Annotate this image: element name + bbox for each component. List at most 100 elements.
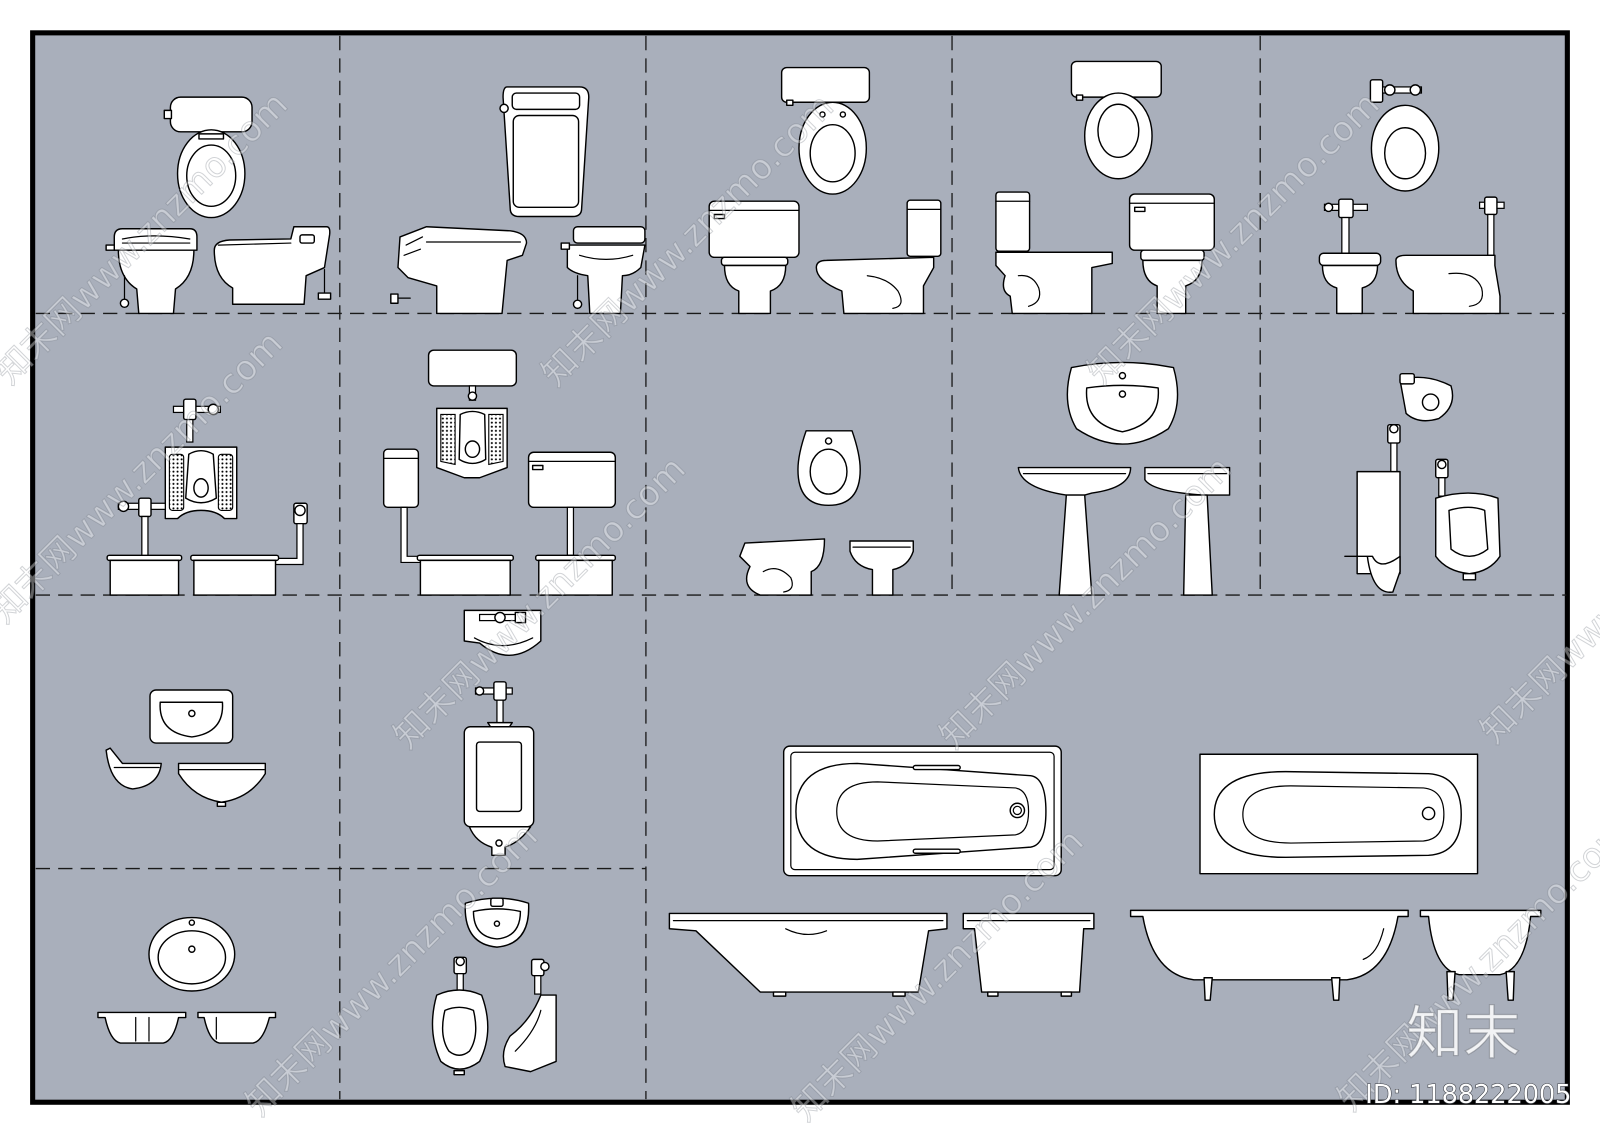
stop-valve <box>317 292 332 300</box>
body <box>105 747 162 790</box>
panel-detail <box>403 236 424 256</box>
seat-opening <box>809 123 856 183</box>
faucet <box>824 437 833 445</box>
foot-pad-left <box>168 453 185 511</box>
deck-line <box>790 751 1055 871</box>
pedestal-sink-plan <box>1066 361 1179 445</box>
trap <box>1344 555 1401 593</box>
foot <box>1060 991 1073 997</box>
knob <box>560 242 571 250</box>
outlet <box>453 1069 465 1076</box>
flush-pipe <box>186 418 194 443</box>
faucet <box>490 897 504 908</box>
flush-pipe <box>1390 442 1398 473</box>
basin <box>157 930 227 985</box>
bowl <box>815 256 935 315</box>
tank <box>906 199 942 258</box>
bowl <box>1321 264 1379 315</box>
flush-pipe <box>1341 216 1350 254</box>
knob <box>499 103 509 114</box>
squat-toilet-high-tank-front <box>382 448 514 596</box>
toilet-two-piece-front <box>1128 193 1215 315</box>
toilet-close-coupled-front <box>708 200 800 315</box>
body <box>739 538 826 596</box>
basin-floor <box>1242 785 1445 844</box>
basin <box>795 762 1047 861</box>
supply-pipe <box>172 405 222 414</box>
foot <box>1330 977 1341 1001</box>
bolt <box>819 111 826 118</box>
rim <box>416 554 514 562</box>
seat-opening <box>1383 127 1427 180</box>
trap-detail <box>762 568 793 593</box>
flush-valve-body <box>493 681 507 701</box>
valve-nut <box>1409 84 1422 96</box>
tank-lid <box>511 92 581 111</box>
small-wall-sink-plan <box>464 897 530 948</box>
basin <box>1213 770 1462 859</box>
flush-pipe <box>496 699 504 724</box>
toilet-flush-valve-side <box>1395 196 1505 315</box>
drain <box>493 920 501 927</box>
foot <box>892 991 906 997</box>
supply-pipe <box>1382 86 1423 94</box>
bowl <box>1395 254 1501 315</box>
outlet <box>464 440 481 459</box>
skirt-detail <box>578 254 634 260</box>
valve-nut <box>474 686 485 696</box>
bathtub-plan <box>1199 753 1479 875</box>
toilet-flush-valve-front <box>1318 198 1382 315</box>
strainer <box>1421 393 1440 412</box>
lever <box>1075 94 1084 101</box>
tank <box>780 66 871 103</box>
toilet-smart-plan <box>499 86 590 218</box>
squat-toilet-front <box>106 497 183 596</box>
flush-pipe <box>141 515 149 558</box>
basin-line <box>514 1009 542 1052</box>
grip-top <box>912 764 961 771</box>
foot-pad-right <box>488 413 504 466</box>
base <box>538 559 613 596</box>
pedestal <box>1182 494 1213 596</box>
trapway <box>866 275 902 309</box>
bowl <box>1142 259 1203 315</box>
valve-nut <box>117 500 130 513</box>
foot <box>987 991 999 997</box>
base <box>419 559 511 596</box>
seat <box>113 228 198 251</box>
toilet-close-coupled-side <box>815 199 942 315</box>
toilet-two-piece-side <box>995 191 1113 315</box>
body <box>849 540 914 596</box>
foot-pad-left <box>440 413 456 466</box>
toilet-one-piece-plan <box>163 96 253 219</box>
backrest-line <box>785 928 828 935</box>
urinal-bowl-side <box>502 958 557 1073</box>
urinal-washdown-front <box>463 681 535 857</box>
valve-nut <box>494 611 506 624</box>
seat-lid <box>512 114 580 209</box>
valve-nut <box>1389 423 1399 434</box>
toilet-smart-side <box>390 226 528 315</box>
valve-nut <box>540 961 550 972</box>
flush-valve-body <box>1338 198 1354 219</box>
valve-nut <box>455 956 465 967</box>
urinal-wall-front <box>1435 458 1501 581</box>
tank <box>995 191 1031 252</box>
bidet-side <box>739 538 826 596</box>
toilet-close-coupled-plan <box>780 66 871 195</box>
bolt <box>839 111 847 118</box>
countertop-sink-plan <box>148 916 236 992</box>
seat-opening <box>186 144 237 208</box>
outlet <box>495 839 503 847</box>
foot <box>1203 977 1213 1001</box>
bidet-plan <box>797 430 861 507</box>
trapway <box>1017 274 1041 307</box>
tank <box>527 451 617 509</box>
basin <box>1448 506 1489 558</box>
clawfoot-bathtub-elevation-short <box>1419 909 1542 1001</box>
overflow-pipe <box>1362 928 1385 960</box>
seat <box>720 256 789 267</box>
basin-floor <box>836 781 1030 842</box>
flush-pipe <box>1487 213 1495 256</box>
